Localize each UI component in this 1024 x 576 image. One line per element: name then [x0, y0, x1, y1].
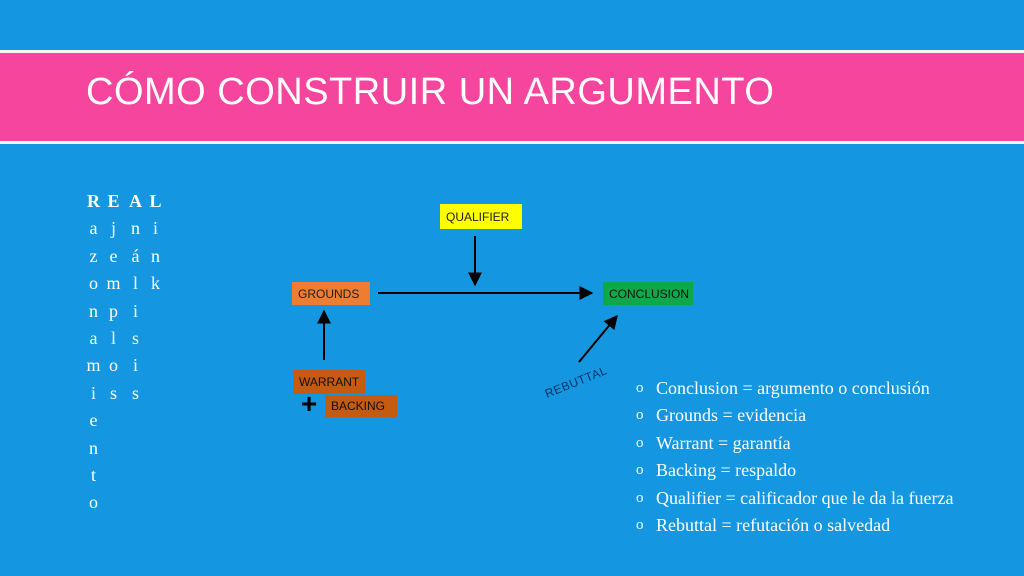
rebuttal-label: REBUTTAL	[542, 363, 610, 401]
definition-text: Qualifier = calificador que le da la fue…	[656, 487, 954, 508]
real-column-e: E j e m p l o s	[104, 188, 124, 407]
rebuttal-to-conclusion-arrow	[578, 314, 618, 363]
bullet-icon: o	[636, 380, 644, 396]
bullet-icon: o	[636, 434, 644, 451]
acronym-letter: E	[107, 191, 121, 211]
real-column-a: A n á l i s i s	[126, 188, 146, 407]
plus-icon: +	[300, 388, 318, 419]
acronym-letter: e	[109, 245, 119, 266]
qualifier-box: QUALIFIER	[440, 204, 522, 229]
title-banner: CÓMO CONSTRUIR UN ARGUMENTO	[0, 50, 1024, 144]
acronym-letter: n	[131, 218, 141, 239]
acronym-letter: m	[106, 273, 122, 294]
real-column-l: L i n k	[146, 188, 166, 298]
acronym-letter: a	[89, 327, 99, 348]
bullet-icon: o	[636, 516, 644, 533]
acronym-letter: l	[110, 327, 117, 348]
acronym-letter: o	[109, 355, 119, 376]
real-column-r: R a z o n a m i e n t o	[84, 188, 104, 517]
list-item: o Warrant = garantía	[636, 430, 953, 457]
acronym-letter: s	[109, 382, 118, 403]
list-item: o Grounds = evidencia	[636, 402, 953, 429]
bullet-icon: o	[636, 407, 644, 424]
definition-text: Warrant = garantía	[656, 432, 791, 453]
acronym-letter: i	[152, 218, 159, 239]
list-item: o Conclusion = argumento o conclusión	[636, 375, 953, 402]
acronym-letter: k	[151, 273, 161, 294]
acronym-letter: s	[131, 327, 140, 348]
acronym-letter: L	[149, 191, 163, 211]
acronym-letter: s	[131, 382, 140, 403]
list-item: o Qualifier = calificador que le da la fu…	[636, 485, 953, 512]
acronym-letter: n	[151, 245, 161, 266]
acronym-letter: n	[89, 437, 99, 458]
acronym-letter: p	[109, 300, 119, 321]
acronym-letter: o	[89, 492, 99, 513]
backing-box: BACKING	[325, 395, 397, 417]
acronym-letter: a	[89, 218, 99, 239]
acronym-letter: n	[89, 300, 99, 321]
definition-text: Grounds = evidencia	[656, 405, 807, 426]
acronym-letter: á	[131, 245, 141, 266]
grounds-box: GROUNDS	[292, 282, 370, 305]
acronym-letter: t	[90, 464, 97, 485]
slide-title: CÓMO CONSTRUIR UN ARGUMENTO	[86, 71, 775, 113]
acronym-letter: i	[132, 355, 139, 376]
acronym-letter: i	[132, 300, 139, 321]
acronym-letter: z	[89, 245, 99, 266]
acronym-letter: A	[129, 191, 143, 211]
acronym-letter: i	[90, 382, 97, 403]
list-item: o Rebuttal = refutación o salvedad	[636, 512, 953, 539]
definition-text: Conclusion = argumento o conclusión	[656, 378, 930, 398]
definition-text: Rebuttal = refutación o salvedad	[656, 514, 891, 535]
acronym-letter: R	[87, 191, 101, 211]
acronym-letter: e	[89, 410, 99, 431]
acronym-letter: o	[89, 273, 99, 294]
list-item: o Backing = respaldo	[636, 457, 953, 484]
acronym-letter: m	[86, 355, 102, 376]
acronym-letter: j	[110, 218, 117, 239]
bullet-icon: o	[636, 462, 644, 479]
conclusion-box: CONCLUSION	[603, 282, 693, 305]
warrant-box: WARRANT	[293, 370, 365, 394]
acronym-letter: l	[132, 273, 139, 294]
definition-text: Backing = respaldo	[656, 460, 797, 481]
bullet-icon: o	[636, 489, 644, 506]
